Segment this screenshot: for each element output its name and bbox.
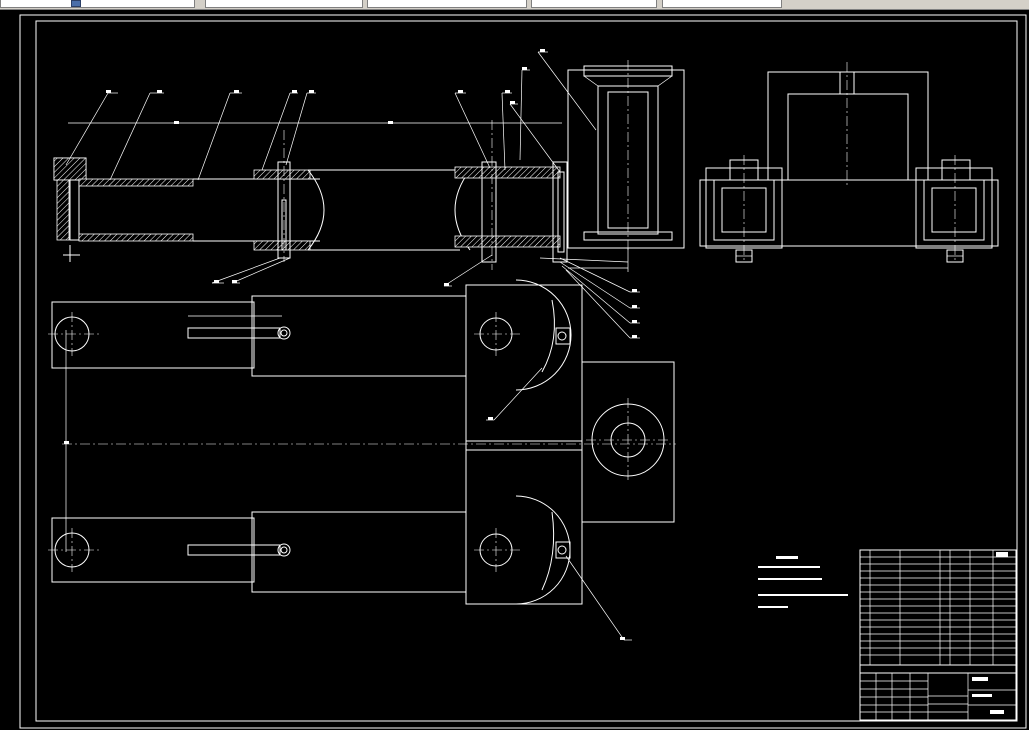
toolbar-field-2[interactable] (205, 0, 363, 8)
layer-icon (71, 0, 81, 7)
title-block (859, 549, 1017, 721)
bracket-side-view (539, 60, 685, 272)
toolbar-field-3[interactable] (367, 0, 527, 8)
end-view (699, 62, 999, 263)
technical-notes (758, 556, 848, 608)
toolbar-strip (0, 0, 1029, 10)
toolbar-field-4[interactable] (531, 0, 657, 8)
plan-view (48, 279, 676, 641)
toolbar-field-1[interactable] (0, 0, 195, 8)
toolbar-field-5[interactable] (662, 0, 782, 8)
leader-lines-top (65, 49, 640, 339)
section-view (53, 120, 568, 270)
drawing-canvas[interactable] (0, 10, 1029, 730)
outer-frame (19, 14, 1027, 729)
drawing-border (35, 20, 1018, 722)
